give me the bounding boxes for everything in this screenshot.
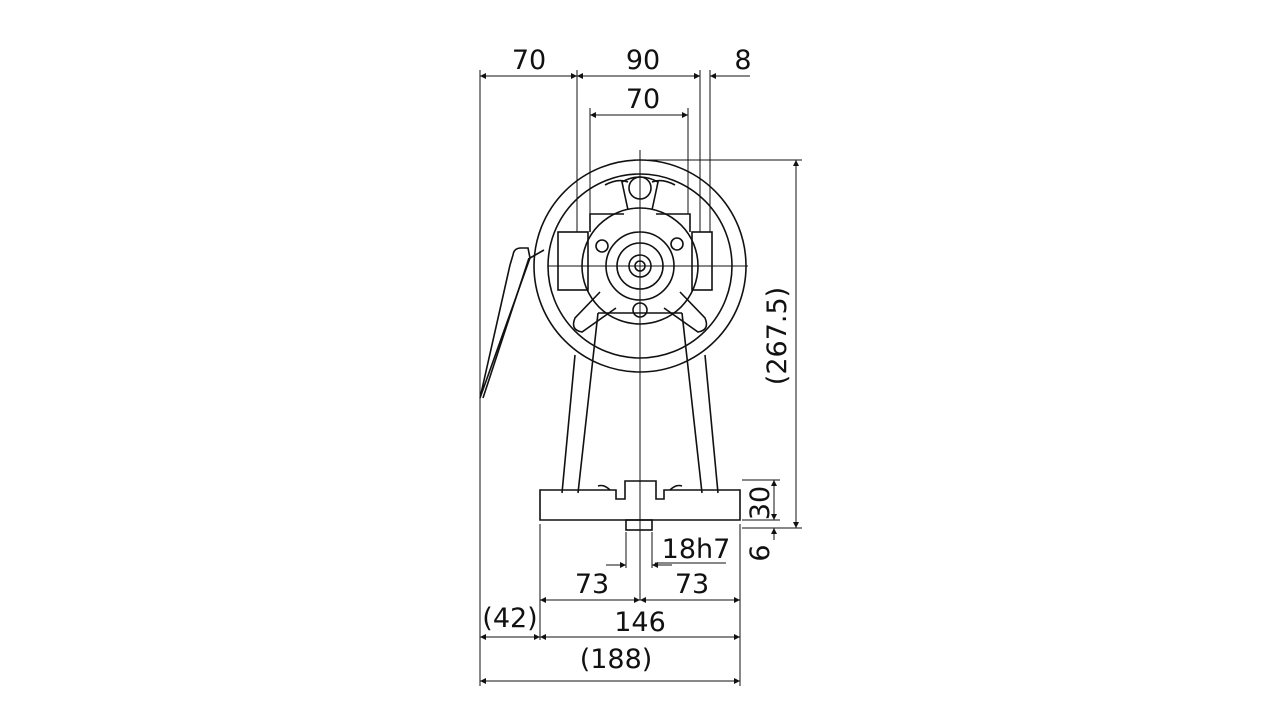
dim-base-height: 30 — [745, 486, 776, 520]
lever-handle — [479, 247, 545, 399]
dim-top-center-width: 90 — [626, 45, 660, 76]
extension-lines — [479, 70, 802, 686]
dim-top-left-width: 70 — [512, 45, 546, 76]
dim-overall-width: (188) — [580, 644, 653, 675]
dim-base-width: 146 — [614, 607, 666, 638]
dim-half-left: 73 — [575, 569, 609, 600]
dim-top-right-gap: 8 — [734, 45, 751, 76]
dimension-labels: 70 90 8 70 (267.5) 30 6 18h7 73 73 146 (… — [482, 45, 793, 675]
dimension-lines — [480, 73, 799, 684]
stand — [561, 312, 719, 494]
housing — [557, 213, 713, 291]
dim-slot-depth: 6 — [745, 544, 776, 561]
hub — [595, 231, 684, 318]
dim-overall-height: (267.5) — [762, 287, 793, 385]
dim-half-right: 73 — [675, 569, 709, 600]
dim-inner-width: 70 — [626, 84, 660, 115]
dim-slot-tolerance: 18h7 — [662, 534, 731, 565]
base — [539, 480, 741, 531]
handwheel — [533, 159, 747, 373]
dim-handle-offset: (42) — [482, 603, 537, 634]
